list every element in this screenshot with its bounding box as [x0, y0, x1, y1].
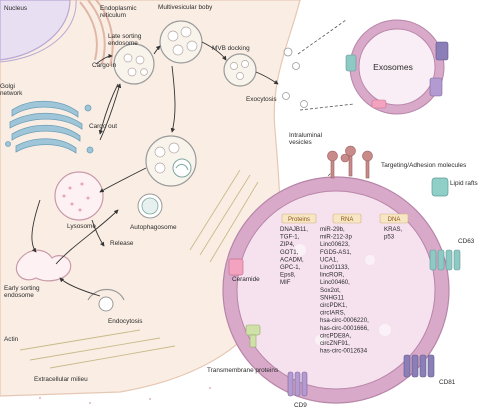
label-targeting-adhesion: Targeting/Adhesion molecules — [381, 162, 466, 169]
rna-header: RNA — [341, 217, 354, 223]
proteins-header-box — [281, 213, 317, 224]
cd81-protein — [403, 354, 435, 378]
label-cargo-in: Cargo in — [92, 62, 117, 69]
label-transmembrane-proteins: Transmembrane proteins — [207, 367, 278, 374]
rna-item: miR-29b, — [320, 226, 345, 233]
label-extracellular-milieu: Extracellular milieu — [34, 376, 88, 383]
label-lysosome: Lysosome — [67, 223, 96, 230]
rna-item: Linc00623, — [320, 241, 350, 248]
label-lipid-rafts: Lipid rafts — [450, 180, 478, 187]
released-exosomes — [282, 47, 308, 108]
rna-item: has-circ-0012634 — [320, 348, 368, 355]
lipid-raft — [431, 177, 449, 197]
rna-item: circZNF91, — [320, 340, 350, 347]
protein-item: GOT1, — [280, 249, 299, 256]
proteins-header: Proteins — [288, 217, 310, 223]
dna-item: p53 — [384, 234, 395, 241]
label-er-line2: reticulum — [100, 12, 126, 19]
nucleus-envelope — [0, 0, 77, 63]
dna-item: KRAS, — [384, 226, 403, 233]
rna-item: circPDK1, — [320, 302, 347, 309]
endocytosis-vesicle — [87, 288, 125, 312]
label-endocytosis: Endocytosis — [108, 318, 142, 325]
rna-item: circPDE8A, — [320, 332, 351, 339]
actin-filaments — [19, 169, 259, 369]
label-cd9: CD9 — [294, 402, 307, 409]
protein-item: ACADM, — [280, 256, 304, 263]
label-cd81: CD81 — [439, 379, 456, 386]
autophagosome — [137, 193, 163, 219]
dna-header: DNA — [388, 217, 401, 223]
rna-item: Sox2ot, — [320, 287, 341, 294]
rna-item: miR-212-3p — [320, 234, 352, 241]
rna-item: FGD5-AS1, — [320, 249, 352, 256]
targeting-molecules — [327, 145, 373, 179]
rna-item: circIARS, — [320, 310, 346, 317]
rna-item: UCA1, — [320, 256, 338, 263]
nucleus — [0, 0, 71, 61]
rna-item: hsa-circ-0006220, — [320, 317, 369, 324]
label-autophagosome: Autophagosome — [130, 224, 177, 231]
exosome-small — [345, 19, 449, 115]
label-ceramide: Ceramide — [232, 276, 260, 283]
proteins-list: DNAJB11,TGF-1,ZIP4,GOT1,ACADM,GPC-1,Eps8… — [280, 226, 308, 286]
label-nucleus: Nucleus — [4, 5, 27, 12]
label-cargo-out: Cargo out — [89, 123, 117, 130]
rna-item: lincROR, — [320, 272, 345, 279]
protein-item: DNAJB11, — [280, 226, 308, 233]
protein-item: MIF — [280, 279, 291, 286]
exosome-large — [222, 176, 450, 404]
dna-list: KRAS,p53 — [384, 226, 403, 241]
rna-item: has-circ-0001666, — [320, 325, 369, 332]
label-mvb-docking: MVB docking — [212, 45, 250, 52]
rna-list: miR-29b,miR-212-3pLinc00623,FGD5-AS1,UCA… — [320, 226, 369, 355]
golgi-network — [5, 100, 94, 154]
label-exocytosis: Exocytosis — [246, 96, 277, 103]
label-exosomes: Exosomes — [373, 62, 413, 72]
protein-item: TGF-1, — [280, 234, 300, 241]
cd63-protein — [429, 249, 461, 271]
protein-item: GPC-1, — [280, 264, 301, 271]
ceramide-block — [228, 258, 244, 276]
label-actin: Actin — [4, 336, 19, 343]
label-er-line1: Endoplasmic — [100, 5, 137, 12]
rna-header-box — [332, 213, 362, 224]
early-sorting-endosome — [15, 249, 72, 282]
rna-item: SNHG11 — [320, 294, 345, 301]
protein-item: ZIP4, — [280, 241, 295, 248]
transmembrane-protein — [245, 324, 261, 348]
rna-item: Linc00460, — [320, 279, 350, 286]
rna-item: Linc01133, — [320, 264, 350, 271]
dna-header-box — [379, 213, 409, 224]
multivesicular-body — [159, 20, 203, 64]
label-multivesicular-body: Multivesicular boby — [158, 4, 213, 11]
endoplasmic-reticulum — [79, 0, 114, 67]
pathway-arrows — [31, 41, 279, 297]
autophagosome-group — [145, 135, 197, 187]
lysosome — [54, 171, 104, 221]
label-release: Release — [110, 240, 134, 247]
mvb-docking — [223, 53, 257, 87]
protein-item: Eps8, — [280, 272, 296, 279]
label-cd63: CD63 — [458, 238, 475, 245]
late-sorting-endosome — [113, 43, 155, 85]
cd9-protein — [287, 371, 308, 397]
